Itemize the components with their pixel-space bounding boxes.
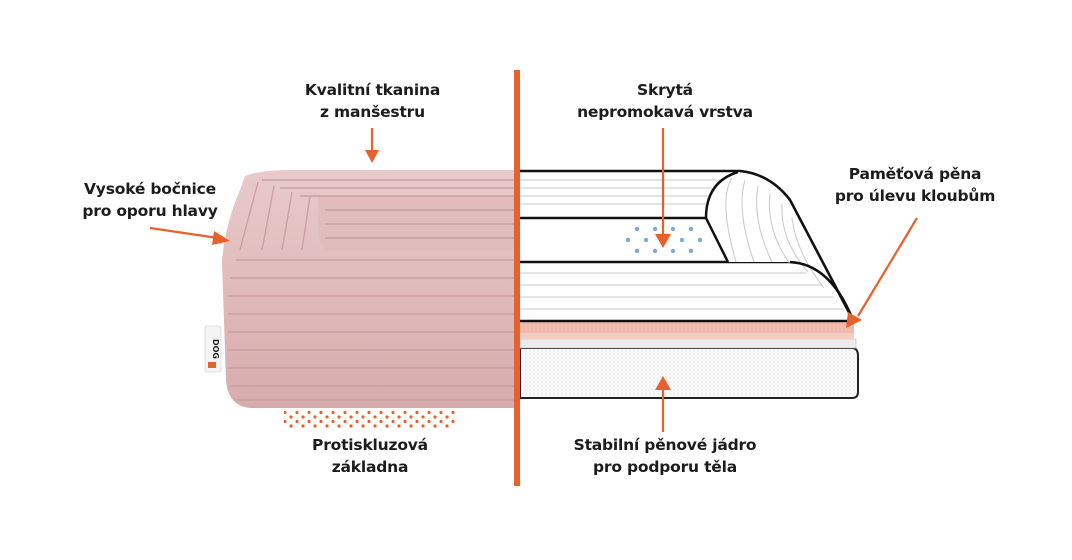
bolsters-arrow-icon	[149, 226, 230, 245]
cross-section-illustration	[519, 169, 859, 399]
label-fabric: Kvalitní tkanina z manšestru	[290, 79, 455, 123]
label-core: Stabilní pěnové jádro pro podporu těla	[555, 434, 775, 478]
fabric-bed-illustration	[222, 170, 516, 408]
label-bolsters: Vysoké bočnice pro oporu hlavy	[65, 178, 235, 222]
core-arrow-icon	[655, 376, 671, 432]
water-drops-icon	[625, 226, 703, 254]
label-bolsters-line2: pro oporu hlavy	[82, 202, 218, 220]
label-non-slip-line1: Protiskluzová	[312, 436, 428, 454]
label-fabric-line1: Kvalitní tkanina	[304, 81, 441, 99]
brand-tag: DOG	[204, 325, 222, 373]
waterproof-arrow-icon	[655, 128, 671, 248]
tag-text: DOG	[211, 339, 220, 359]
label-memory-foam-line1: Paměťová pěna	[848, 165, 982, 183]
label-core-line2: pro podporu těla	[593, 458, 737, 476]
label-waterproof-line1: Skrytá	[637, 81, 693, 99]
non-slip-dots	[284, 410, 456, 428]
label-waterproof-line2: nepromokavá vrstva	[577, 103, 753, 121]
label-core-line1: Stabilní pěnové jádro	[573, 436, 757, 454]
label-bolsters-line1: Vysoké bočnice	[84, 180, 216, 198]
label-memory-foam-line2: pro úlevu kloubům	[834, 187, 996, 205]
memory-foam-arrow-icon	[846, 217, 918, 328]
label-non-slip: Protiskluzová základna	[290, 434, 450, 478]
label-fabric-line2: z manšestru	[320, 103, 425, 121]
label-waterproof: Skrytá nepromokavá vrstva	[565, 79, 765, 123]
label-memory-foam: Paměťová pěna pro úlevu kloubům	[820, 163, 1010, 207]
label-non-slip-line2: základna	[331, 458, 409, 476]
divider-line	[514, 70, 520, 486]
fabric-arrow-icon	[365, 128, 379, 163]
